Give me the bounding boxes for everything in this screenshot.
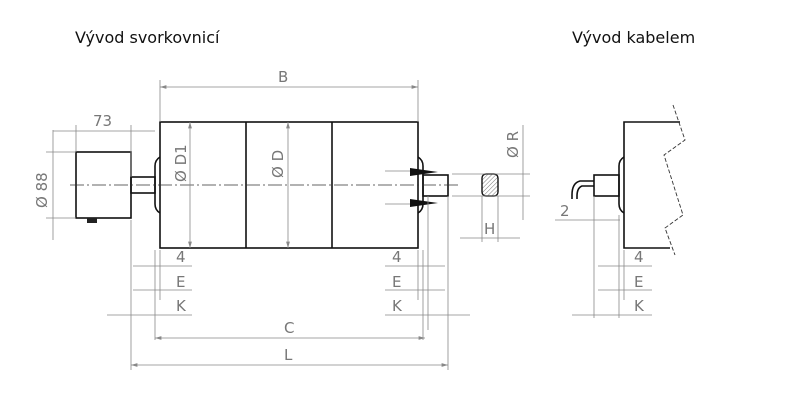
dim-D: Ø D xyxy=(269,150,287,178)
dim-H: H xyxy=(484,220,495,238)
cable-gland xyxy=(87,218,97,223)
dim-L: L xyxy=(284,346,293,364)
dim-C: C xyxy=(284,319,294,337)
dim-4-left: 4 xyxy=(176,248,186,266)
cable-outlet-view xyxy=(571,104,686,256)
dim-E-right: E xyxy=(392,273,401,291)
dim-R: Ø R xyxy=(504,131,522,158)
title-terminal-box-outlet: Vývod svorkovnicí xyxy=(75,28,220,47)
dim-88: Ø 88 xyxy=(33,172,51,208)
dim-K-left: K xyxy=(176,297,187,315)
dim-E-cable: E xyxy=(634,273,643,291)
cable xyxy=(571,180,594,199)
dim-K-cable: K xyxy=(634,297,645,315)
dim-73: 73 xyxy=(93,112,112,130)
dim-E-left: E xyxy=(176,273,185,291)
dim-4-cable: 4 xyxy=(634,248,644,266)
dim-B: B xyxy=(278,68,288,86)
dim-K-right: K xyxy=(392,297,403,315)
cable-shaft xyxy=(593,174,620,197)
dim-D1: Ø D1 xyxy=(172,144,190,182)
dim-4-right: 4 xyxy=(392,248,402,266)
title-cable-outlet: Vývod kabelem xyxy=(572,28,696,47)
break-line xyxy=(663,104,686,256)
arrow-marker xyxy=(410,199,438,207)
arrow-marker xyxy=(410,168,438,176)
dim-2: 2 xyxy=(560,202,570,220)
right-shaft xyxy=(422,174,449,197)
drum-motor-front-view xyxy=(70,121,499,249)
shaft-section xyxy=(481,173,499,197)
